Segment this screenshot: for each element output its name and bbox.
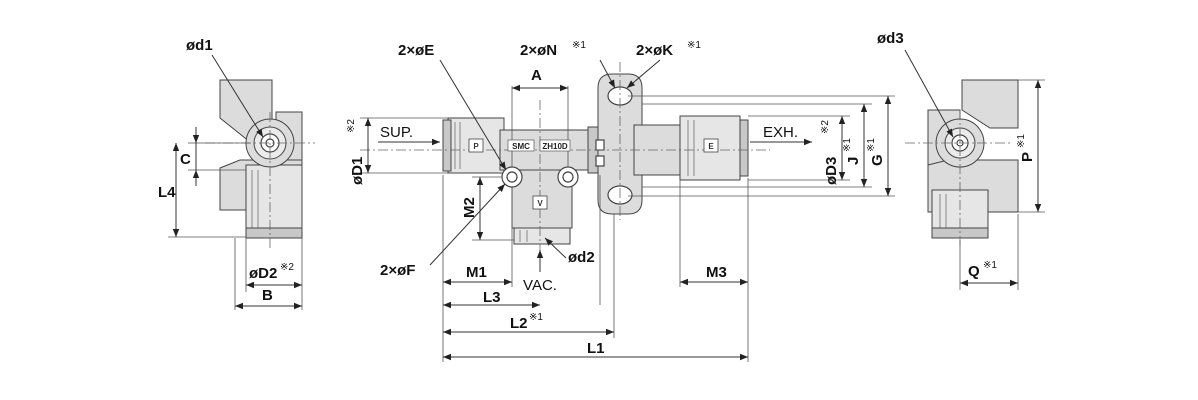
vacuum-port-mark: V — [532, 195, 548, 210]
label-k-note: ※1 — [687, 40, 701, 51]
label-d1-note: ※2 — [346, 119, 357, 133]
supply-port-mark: P — [468, 138, 484, 153]
label-d1-dim: øD1 — [349, 157, 366, 185]
label-d3-dim: øD3 — [823, 157, 840, 185]
label-l3: L3 — [483, 289, 501, 306]
label-f: 2×øF — [380, 262, 415, 279]
label-n: 2×øN — [520, 42, 557, 59]
label-d2: øD2 — [249, 265, 277, 282]
label-m3: M3 — [706, 264, 727, 281]
label-e: 2×øE — [398, 42, 434, 59]
label-l1: L1 — [587, 340, 605, 357]
label-l2-note: ※1 — [529, 312, 543, 323]
model-text: ZH10D — [542, 142, 568, 151]
label-g-note: ※1 — [866, 138, 877, 152]
label-q-note: ※1 — [983, 260, 997, 271]
label-k: 2×øK — [636, 42, 673, 59]
label-l2: L2 — [510, 315, 528, 332]
label-exh: EXH. — [763, 124, 798, 141]
body-logo: SMC ZH10D — [507, 139, 571, 152]
label-sup: SUP. — [380, 124, 413, 141]
label-j: J — [845, 157, 862, 165]
dimension-labels: ød1 ød3 C L4 øD2 ※2 B 2×øE 2×øN ※1 2×øK … — [158, 30, 1036, 357]
label-vac: VAC. — [523, 277, 557, 294]
label-p: P — [1019, 152, 1036, 162]
label-d2-vac: ød2 — [568, 249, 595, 266]
vacuum-port-letter: V — [537, 199, 543, 208]
exhaust-port-mark: E — [703, 138, 719, 153]
label-m2: M2 — [461, 197, 478, 218]
front-view — [360, 59, 895, 362]
label-m1: M1 — [466, 264, 487, 281]
label-c: C — [180, 151, 191, 168]
label-d2-note: ※2 — [280, 262, 294, 273]
exhaust-port-letter: E — [708, 142, 714, 151]
label-l4: L4 — [158, 184, 176, 201]
label-d3-note: ※2 — [820, 120, 831, 134]
label-d3: ød3 — [877, 30, 904, 47]
label-g: G — [869, 154, 886, 166]
label-d1: ød1 — [186, 37, 213, 54]
label-a: A — [531, 67, 542, 84]
label-j-note: ※1 — [842, 138, 853, 152]
label-b: B — [262, 287, 273, 304]
label-n-note: ※1 — [572, 40, 586, 51]
left-side-view — [168, 54, 315, 310]
right-side-view — [904, 49, 1045, 290]
supply-port-letter: P — [473, 142, 479, 151]
label-q: Q — [968, 263, 980, 280]
logo-text: SMC — [512, 142, 530, 151]
label-p-note: ※1 — [1016, 134, 1027, 148]
